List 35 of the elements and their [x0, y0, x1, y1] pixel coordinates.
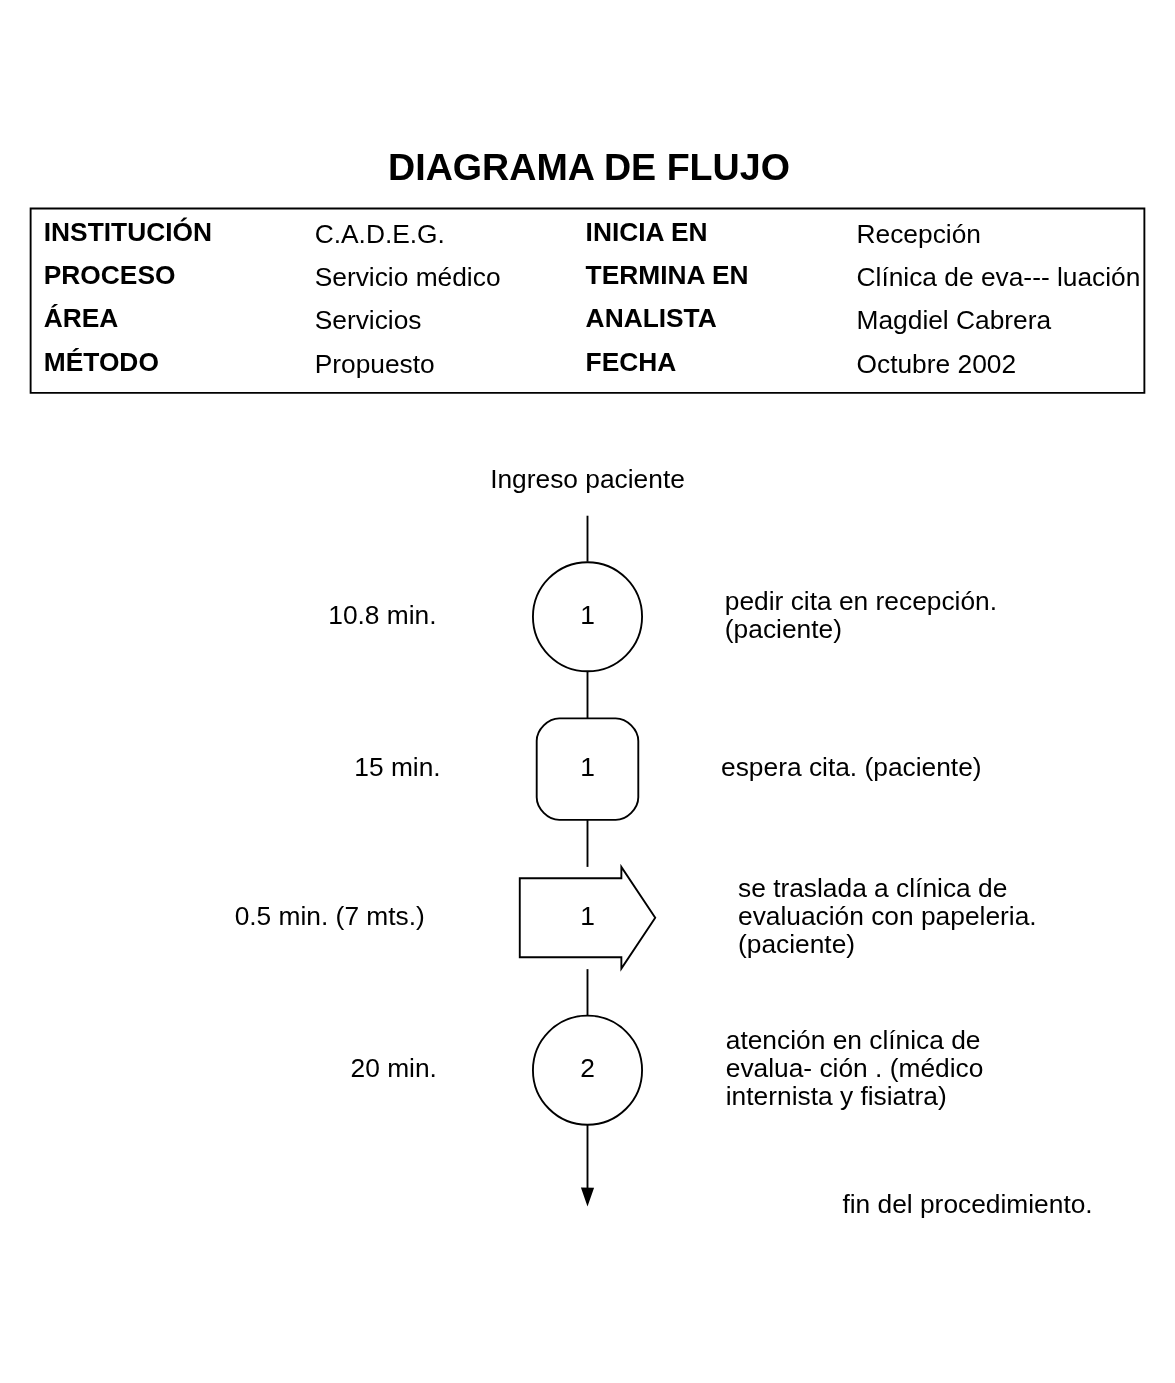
- node-text: Ingreso paciente: [490, 463, 685, 494]
- node-label: espera cita. (paciente): [721, 751, 982, 782]
- node-label: 20 min.: [350, 1052, 437, 1083]
- node-label: 10.8 min.: [328, 599, 437, 630]
- label: TERMINA EN: [585, 259, 749, 290]
- connector: [586, 670, 589, 719]
- node-box: 1: [535, 716, 640, 821]
- label: PROCESO: [43, 259, 176, 290]
- label: Octubre 2002: [856, 348, 1017, 379]
- label: Servicio médico: [314, 261, 501, 292]
- connector: [586, 514, 589, 563]
- label: FECHA: [585, 346, 677, 377]
- node-label: se traslada a clínica de evaluación con papeleria. (paciente): [738, 872, 1037, 959]
- node-label: pedir cita en recepción. (paciente): [724, 585, 998, 644]
- label: C.A.D.E.G.: [314, 218, 445, 249]
- connector: [586, 967, 589, 1016]
- node-circle: 2: [532, 1014, 643, 1126]
- node-label: 15 min.: [354, 751, 441, 782]
- label: ANALISTA: [585, 302, 717, 333]
- node-circle: 1: [532, 560, 643, 672]
- label: MÉTODO: [43, 346, 159, 377]
- arrow: [580, 1123, 595, 1206]
- label: Clínica de eva--- luación: [856, 261, 1141, 292]
- label: fin del procedimiento.: [842, 1188, 1093, 1219]
- label: Servicios: [314, 304, 422, 335]
- label: Magdiel Cabrera: [856, 304, 1052, 335]
- connector: [586, 818, 589, 868]
- label: INSTITUCIÓN: [43, 216, 212, 247]
- node-label: atención en clínica de evalua- ción . (médico internista y fisiatra): [725, 1024, 984, 1111]
- diagram-title: DIAGRAMA DE FLUJO: [388, 145, 790, 188]
- node-label: 0.5 min. (7 mts.): [234, 900, 425, 931]
- label: Recepción: [856, 218, 981, 249]
- label: ÁREA: [43, 302, 119, 333]
- label: INICIA EN: [585, 216, 708, 247]
- label: Propuesto: [314, 348, 435, 379]
